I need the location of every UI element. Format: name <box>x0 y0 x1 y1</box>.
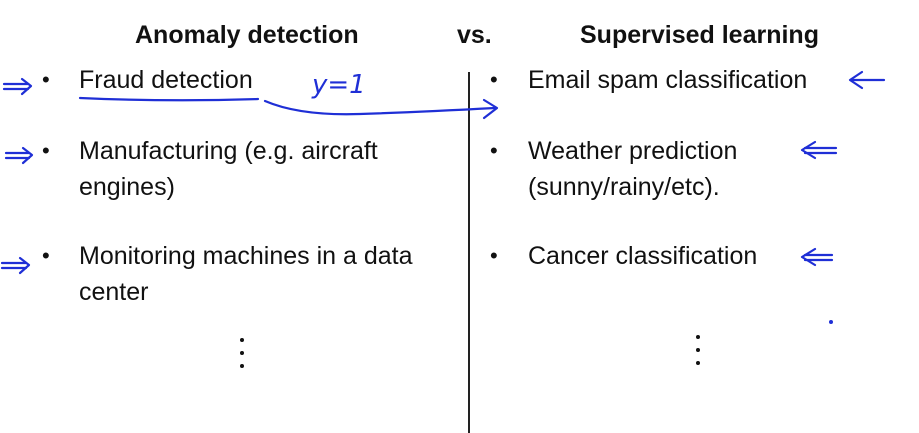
annotation-y-equals-1: y=1 <box>312 70 366 100</box>
ellipsis-icon <box>692 333 704 367</box>
curved-arrow-icon <box>263 99 497 116</box>
bullet-dot: • <box>42 138 50 163</box>
arrowhead <box>800 140 817 160</box>
bullet-dot: • <box>42 67 50 92</box>
list-item-line: Manufacturing (e.g. aircraft <box>79 137 378 165</box>
list-item-line: Monitoring machines in a data <box>79 242 413 270</box>
list-item-cancer-classification: Cancer classification <box>528 238 757 274</box>
arrowhead <box>18 256 31 275</box>
list-item-line: engines) <box>79 173 175 201</box>
list-item-line: Email spam classification <box>528 66 808 94</box>
arrowhead <box>21 146 34 165</box>
vertical-ellipsis-icon <box>696 335 700 365</box>
ellipsis-icon <box>236 336 248 370</box>
bullet-dot: • <box>42 243 50 268</box>
arrowhead <box>482 98 499 120</box>
list-item-monitoring-machines: Monitoring machines in a data center <box>79 238 413 310</box>
list-item-manufacturing: Manufacturing (e.g. aircraft engines) <box>79 133 378 205</box>
list-item-line: Cancer classification <box>528 242 758 270</box>
list-item-email-spam: Email spam classification <box>528 62 807 98</box>
heading-anomaly-detection: Anomaly detection <box>135 21 359 49</box>
list-item-line: Weather prediction <box>528 137 738 165</box>
list-item-line: center <box>79 278 149 306</box>
vertical-ellipsis-icon <box>240 338 244 368</box>
list-item-line: Fraud detection <box>79 66 253 94</box>
arrowhead <box>848 70 864 90</box>
list-item-fraud-detection: Fraud detection <box>79 62 253 98</box>
underline-stroke <box>78 96 260 102</box>
list-item-weather-prediction: Weather prediction (sunny/rainy/etc). <box>528 133 737 205</box>
arrowhead <box>20 77 33 96</box>
arrowhead <box>800 247 817 267</box>
list-item-line: (sunny/rainy/etc). <box>528 173 720 201</box>
bullet-dot: • <box>490 243 498 268</box>
heading-supervised-learning: Supervised learning <box>580 21 819 49</box>
heading-vs: vs. <box>457 21 492 49</box>
bullet-dot: • <box>490 67 498 92</box>
column-divider <box>468 72 470 433</box>
ink-dot <box>829 320 833 324</box>
bullet-dot: • <box>490 138 498 163</box>
